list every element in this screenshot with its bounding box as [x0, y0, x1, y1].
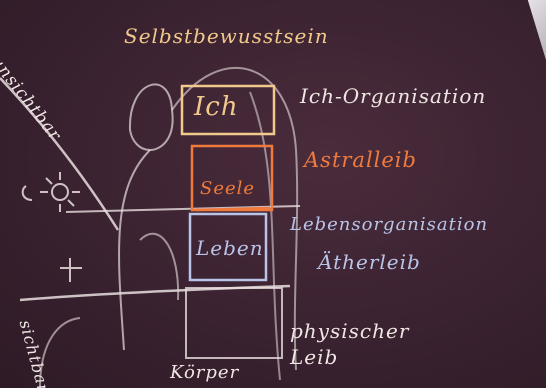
label-ich: Ich [194, 92, 239, 122]
label-lebensorganisation: Lebensorganisation [290, 214, 488, 235]
label-seele: Seele [200, 178, 255, 199]
label-leben: Leben [196, 236, 264, 260]
label-aetherleib: Ätherleib [318, 250, 421, 274]
label-physischer-leib: physischer Leib [290, 318, 420, 370]
label-selbstbewusstsein: Selbstbewusstsein [124, 24, 329, 48]
sun-symbol-icon [23, 172, 80, 212]
label-astralleib: Astralleib [304, 148, 417, 172]
label-koerper: Körper [170, 362, 239, 383]
label-ich-organisation: Ich-Organisation [300, 84, 486, 108]
